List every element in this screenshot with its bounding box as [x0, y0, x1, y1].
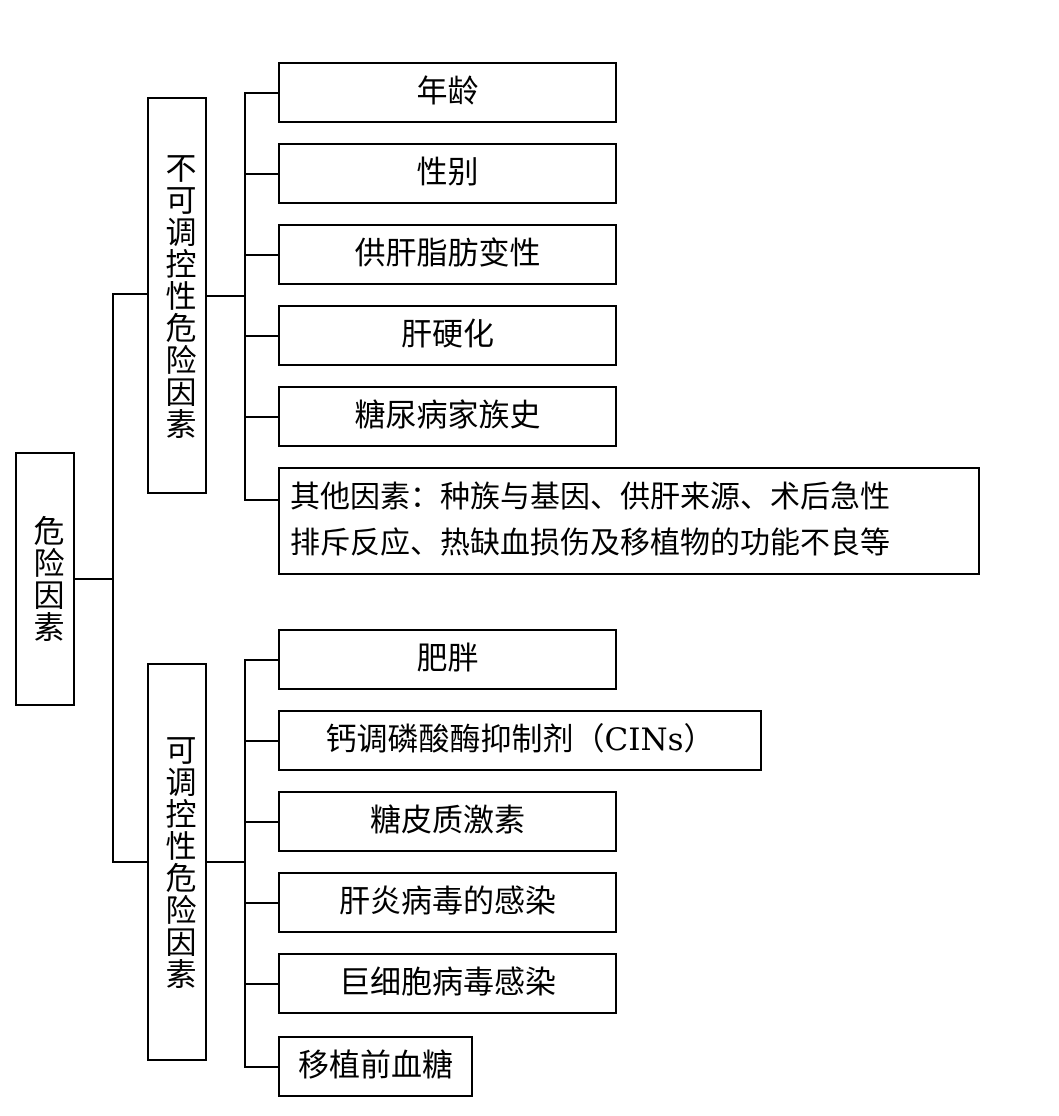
connector-g1-item-2 — [244, 173, 280, 175]
connector-g1-item-1 — [244, 92, 280, 94]
factor-node-other: 其他因素：种族与基因、供肝来源、术后急性 排斥反应、热缺血损伤及移植物的功能不良… — [278, 467, 980, 575]
group-node-controllable: 可调控性危险因素 — [147, 663, 207, 1061]
connector-g1-item-5 — [244, 416, 280, 418]
connector-group-2-spine — [244, 659, 246, 1067]
factor-node: 肝炎病毒的感染 — [278, 872, 617, 933]
connector-group-1-stub — [207, 295, 245, 297]
group-node-uncontrollable: 不可调控性危险因素 — [147, 97, 207, 494]
connector-g1-item-6 — [244, 499, 280, 501]
factor-node: 肝硬化 — [278, 305, 617, 366]
connector-g2-item-6 — [244, 1066, 280, 1068]
factor-node: 移植前血糖 — [278, 1036, 473, 1097]
connector-g2-item-3 — [244, 821, 280, 823]
connector-g1-item-4 — [244, 335, 280, 337]
factor-node: 肥胖 — [278, 629, 617, 690]
connector-g1-item-3 — [244, 254, 280, 256]
connector-root-stub — [75, 578, 113, 580]
connector-root-spine — [112, 293, 114, 862]
connector-group-1-spine — [244, 92, 246, 500]
factor-node: 巨细胞病毒感染 — [278, 953, 617, 1014]
factor-node: 糖皮质激素 — [278, 791, 617, 852]
connector-g2-item-5 — [244, 983, 280, 985]
connector-g2-item-4 — [244, 902, 280, 904]
other-factors-line-1: 其他因素：种族与基因、供肝来源、术后急性 — [290, 480, 890, 515]
connector-g2-item-1 — [244, 659, 280, 661]
connector-g2-item-2 — [244, 740, 280, 742]
root-node: 危险因素 — [15, 452, 75, 706]
factor-node: 供肝脂肪变性 — [278, 224, 617, 285]
factor-node: 性别 — [278, 143, 617, 204]
factor-node: 钙调磷酸酶抑制剂（CINs） — [278, 710, 762, 771]
connector-to-group-1 — [112, 293, 148, 295]
other-factors-line-2: 排斥反应、热缺血损伤及移植物的功能不良等 — [290, 526, 890, 561]
factor-node: 糖尿病家族史 — [278, 386, 617, 447]
factor-node: 年龄 — [278, 62, 617, 123]
connector-group-2-stub — [207, 861, 245, 863]
connector-to-group-2 — [112, 861, 148, 863]
